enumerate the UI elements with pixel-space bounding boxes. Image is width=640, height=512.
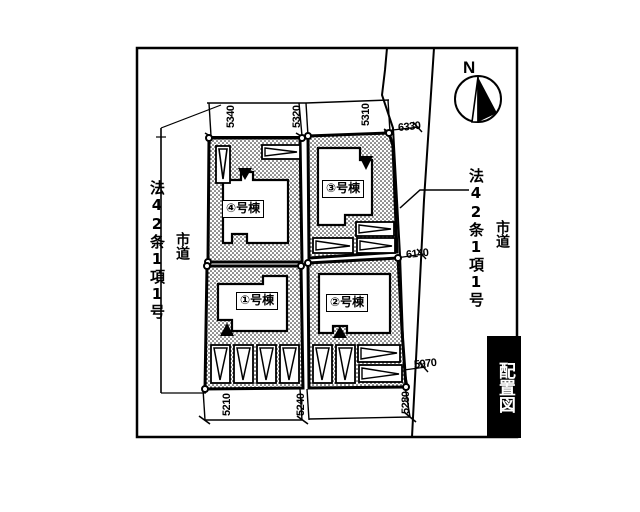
left-road-type-note: 市道 — [174, 232, 190, 260]
drawing-frame — [135, 46, 519, 439]
left-road-law-note: 法42条1項1号 — [148, 180, 166, 320]
dimension-bottom-5280: 5280 — [400, 391, 412, 414]
compass-rose-icon — [454, 75, 502, 123]
lot-2-label: ②号棟 — [326, 294, 369, 312]
lot-1-label: ①号棟 — [236, 292, 279, 310]
dimension-right-6140: 6140 — [405, 246, 430, 262]
legend-title-box: 配置図 — [487, 336, 521, 438]
lot-4-label: ④号棟 — [222, 200, 265, 218]
dimension-top-5320: 5320 — [291, 105, 303, 128]
dimension-top-5340: 5340 — [225, 105, 237, 128]
lot-2-parcel[interactable] — [304, 254, 410, 391]
bottom-dimension-chain — [198, 385, 417, 425]
right-note-leader — [399, 189, 469, 209]
lot-3-label: ③号棟 — [322, 180, 365, 198]
left-road-bracket — [156, 104, 222, 394]
lot-1-parcel[interactable] — [201, 262, 305, 393]
dimension-right-5970: 5970 — [413, 356, 438, 372]
dimension-bottom-5210: 5210 — [221, 393, 233, 416]
right-road-type-note: 市道 — [494, 220, 510, 248]
dimension-bottom-5240: 5240 — [295, 393, 307, 416]
dimension-right-6330: 6330 — [397, 119, 422, 135]
legend-title-text: 配置図 — [494, 361, 515, 413]
north-label: N — [463, 58, 476, 77]
right-road-law-note: 法42条1項1号 — [467, 168, 485, 308]
dimension-top-5310: 5310 — [360, 103, 372, 126]
